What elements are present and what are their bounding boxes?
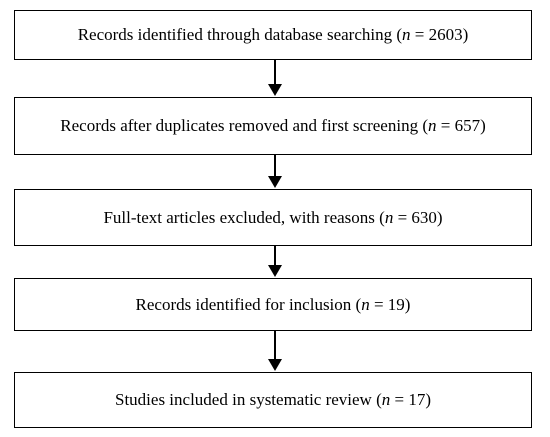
step-label: Full-text articles excluded, with reason…	[103, 207, 443, 227]
step-label: Studies included in systematic review (n…	[115, 390, 431, 409]
step-label: Records identified for inclusion (n = 19…	[135, 294, 411, 314]
flow-box-inclusion: Records identified for inclusion (n = 19…	[14, 278, 532, 331]
flow-box-excluded: Full-text articles excluded, with reason…	[14, 189, 532, 246]
down-arrow-icon	[268, 331, 282, 372]
flow-box-identified: Records identified through database sear…	[14, 10, 532, 60]
down-arrow-icon	[268, 155, 282, 189]
step-label: Records after duplicates removed and fir…	[60, 116, 486, 135]
down-arrow-icon	[268, 246, 282, 278]
flow-box-included: Studies included in systematic review (n…	[14, 372, 532, 428]
step-label: Records identified through database sear…	[77, 25, 469, 44]
flow-box-screened: Records after duplicates removed and fir…	[14, 97, 532, 155]
down-arrow-icon	[268, 60, 282, 97]
